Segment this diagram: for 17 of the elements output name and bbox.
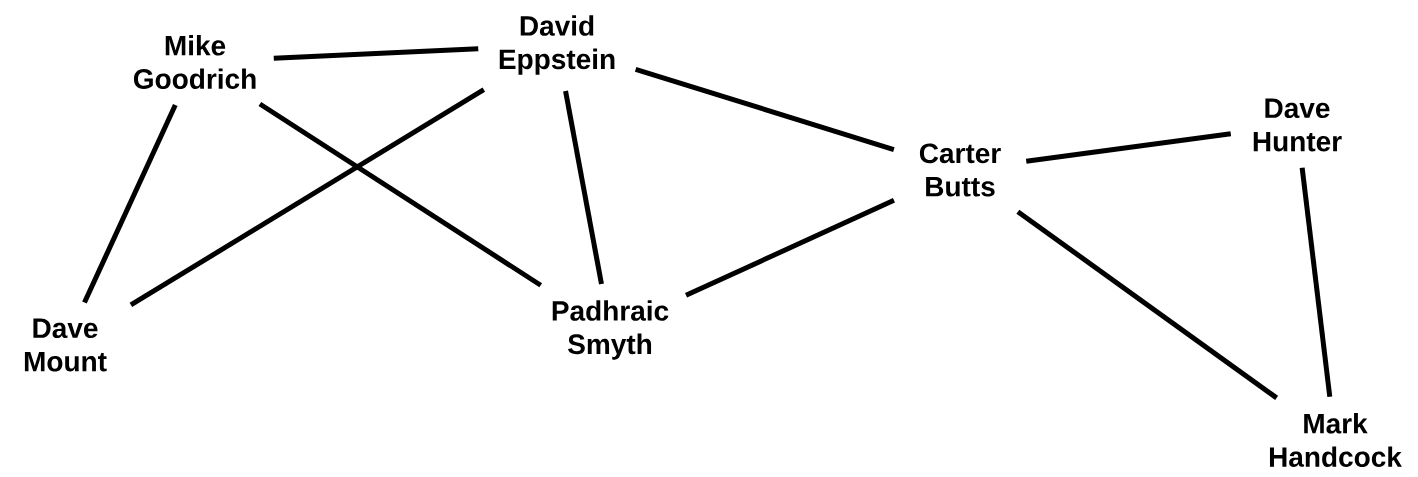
name-label: Dave Hunter [1253, 98, 1342, 152]
connector-line [1025, 131, 1232, 164]
connector-line [1299, 167, 1333, 398]
connector-line [563, 90, 604, 285]
connector-line [82, 103, 178, 304]
name-label: Dave Mount [24, 318, 107, 372]
name-label: Carter Butts [919, 143, 1001, 197]
name-label: David Eppstein [499, 15, 615, 75]
connector-line [129, 87, 486, 308]
connector-line [273, 46, 479, 61]
connector-line [258, 101, 543, 288]
connector-line [1016, 209, 1279, 400]
connector-line [634, 66, 895, 152]
name-label: Padhraic Smyth [552, 300, 669, 360]
name-label: Mark Handcock [1269, 413, 1402, 467]
name-label: Mike Goodrich [133, 35, 256, 89]
connector-line [685, 197, 895, 298]
